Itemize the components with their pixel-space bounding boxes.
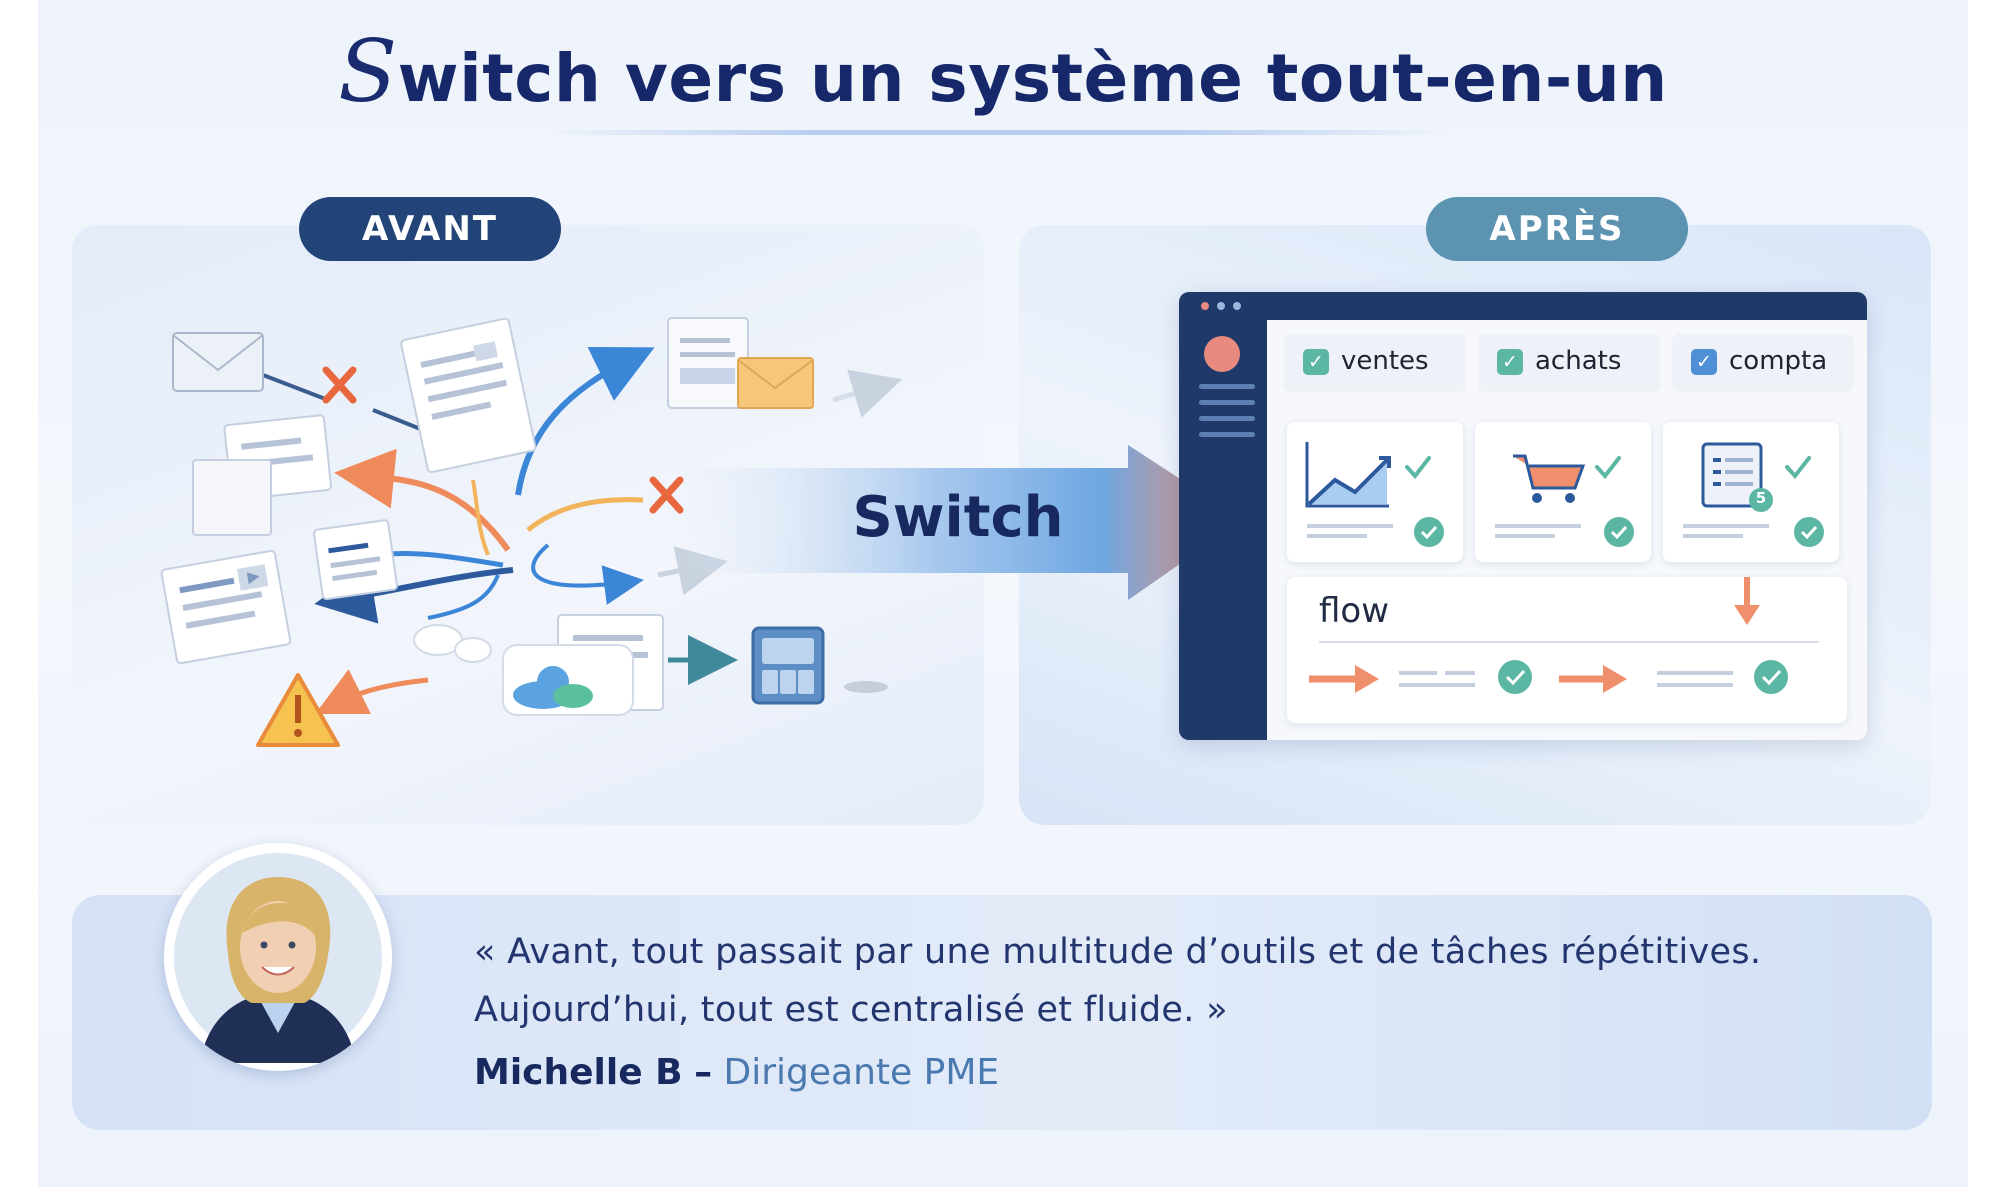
accounting-card[interactable]: 5: [1663, 422, 1839, 562]
error-x-icon: [322, 366, 357, 404]
chaos-arrow: [427, 574, 500, 620]
bubble-icon: [454, 637, 492, 663]
cloud-icon: [502, 644, 634, 716]
quote-line-2: Aujourd’hui, tout est centralisé et flui…: [474, 990, 1228, 1030]
document-icon: [312, 519, 398, 601]
module-tab-ventes[interactable]: ✓ ventes: [1285, 334, 1465, 390]
chaos-arrow: [377, 550, 504, 568]
sidebar-item[interactable]: [1199, 416, 1255, 421]
app-titlebar: [1179, 292, 1867, 320]
envelope-icon: [737, 357, 814, 409]
module-tab-achats[interactable]: ✓ achats: [1479, 334, 1659, 390]
author-role: Dirigeante PME: [723, 1052, 1000, 1093]
cart-icon: [1495, 454, 1634, 547]
chaos-line: [262, 373, 329, 402]
app-sidebar: [1179, 320, 1267, 740]
before-label: AVANT: [299, 197, 561, 261]
window-dot: [1201, 302, 1209, 310]
flow-panel: flow: [1287, 577, 1847, 723]
pebble-shape: [844, 681, 888, 693]
flow-label: flow: [1319, 591, 1390, 631]
switch-label: Switch: [852, 485, 1064, 550]
sales-card[interactable]: [1287, 422, 1463, 562]
chart-icon: [1305, 442, 1444, 547]
switch-arrow: [678, 445, 1243, 600]
portrait-photo: [174, 853, 382, 1063]
chaos-illustration: [160, 317, 903, 747]
page-title: Switch vers un système tout-en-un: [38, 22, 1968, 122]
avatar: [164, 843, 392, 1071]
error-x-icon: [649, 476, 684, 514]
author-name: Michelle B: [474, 1052, 683, 1093]
window-dot: [1217, 302, 1225, 310]
chaos-arrow: [471, 479, 490, 556]
sidebar-item[interactable]: [1199, 400, 1255, 405]
after-label: APRÈS: [1426, 197, 1688, 261]
chaos-arrow: [515, 346, 655, 496]
database-icon: [751, 626, 825, 705]
sidebar-item[interactable]: [1199, 432, 1255, 437]
checkbox-checked-icon[interactable]: ✓: [1497, 349, 1523, 375]
title-initial: S: [338, 22, 398, 122]
quote-line-1: « Avant, tout passait par une multitude …: [474, 932, 1762, 972]
module-label: compta: [1729, 346, 1828, 376]
infographic-sheet: Switch vers un système tout-en-un AVANT …: [38, 0, 1968, 1187]
chaos-arrow: [334, 448, 511, 552]
window-dot: [1233, 302, 1241, 310]
chaos-arrow: [531, 543, 644, 605]
module-label: ventes: [1341, 346, 1429, 376]
purchases-card[interactable]: [1475, 422, 1651, 562]
checkbox-checked-icon[interactable]: ✓: [1303, 349, 1329, 375]
unified-app-window: ✓ ventes ✓ achats ✓ compta: [1179, 292, 1867, 740]
media-document-icon: [160, 549, 292, 665]
document-icon: [667, 317, 749, 409]
quote-author: Michelle B – Dirigeante PME: [474, 1052, 999, 1093]
avatar: [1204, 336, 1240, 372]
chaos-arrow: [832, 369, 903, 418]
module-label: achats: [1535, 346, 1622, 376]
chaos-arrow: [314, 564, 514, 624]
document-icon: [400, 317, 537, 474]
author-separator: –: [694, 1052, 713, 1093]
checkbox-checked-icon[interactable]: ✓: [1691, 349, 1717, 375]
envelope-icon: [172, 332, 264, 392]
flow-diagram: [1309, 577, 1788, 694]
document-icon: [192, 459, 272, 536]
warning-icon: [256, 673, 340, 747]
sidebar-item[interactable]: [1199, 384, 1255, 389]
invoice-count-badge: 5: [1755, 489, 1767, 507]
flow-divider: [1319, 641, 1819, 643]
title-divider: [548, 130, 1448, 135]
chaos-arrow: [526, 497, 644, 532]
title-text: witch vers un système tout-en-un: [397, 40, 1668, 117]
chaos-arrow: [315, 669, 429, 714]
module-tab-compta[interactable]: ✓ compta: [1673, 334, 1853, 390]
invoice-icon: [1683, 442, 1824, 547]
